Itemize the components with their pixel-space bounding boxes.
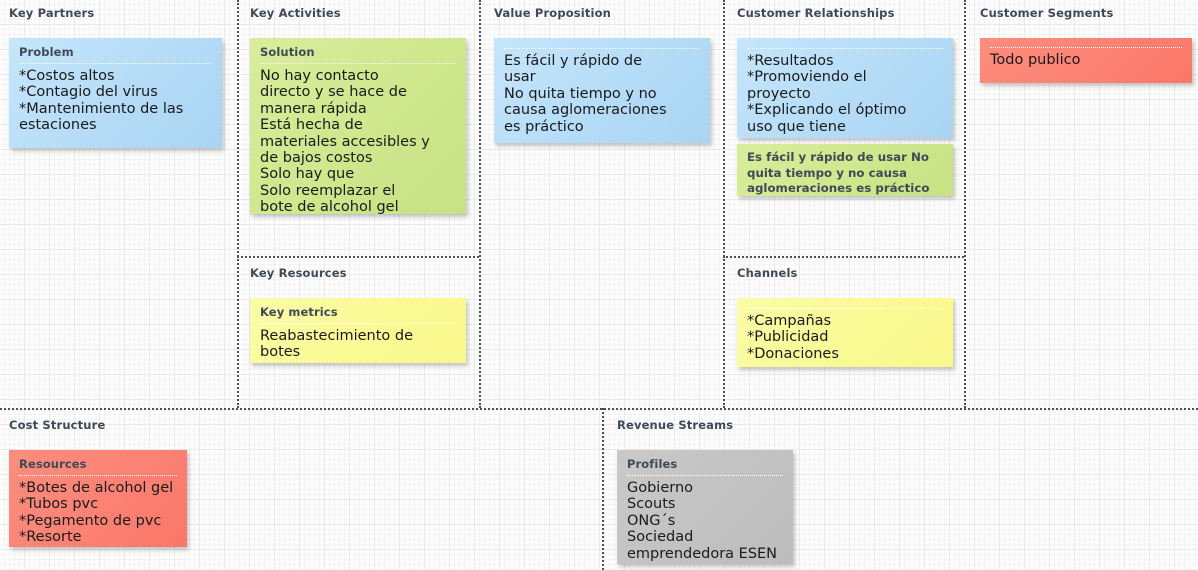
note-separator — [19, 475, 177, 476]
sticky-note-channels[interactable]: *Campañas *Publicidad *Donaciones — [737, 298, 953, 367]
block-title-key-partners: Key Partners — [9, 6, 95, 20]
note-separator — [19, 63, 212, 64]
note-body: Es fácil y rápido de usar No quita tiemp… — [504, 53, 667, 135]
block-title-cost-structure: Cost Structure — [9, 418, 106, 432]
sticky-note-solution[interactable]: Solution No hay contacto directo y se ha… — [250, 38, 466, 214]
note-separator — [504, 48, 700, 49]
block-title-value-proposition: Value Proposition — [494, 6, 611, 20]
note-separator — [627, 475, 783, 476]
note-separator — [747, 48, 943, 49]
note-title: Profiles — [627, 457, 678, 471]
divider-vertical-3 — [723, 0, 725, 408]
sticky-note-customer-relationships[interactable]: *Resultados *Promoviendo el proyecto *Ex… — [737, 38, 953, 138]
note-body: No hay contacto directo y se hace de man… — [260, 68, 430, 214]
note-body: Gobierno Scouts ONG´s Sociedad emprended… — [627, 480, 778, 562]
block-title-key-activities: Key Activities — [250, 6, 341, 20]
sticky-note-problem[interactable]: Problem *Costos altos *Contagio del viru… — [9, 38, 222, 148]
divider-vertical-2 — [479, 0, 481, 408]
divider-vertical-4 — [964, 0, 966, 408]
note-body: *Resultados *Promoviendo el proyecto *Ex… — [747, 53, 907, 135]
note-body: Reabastecimiento de botes — [260, 328, 414, 361]
divider-vertical-1 — [237, 0, 239, 408]
divider-horizontal-middle-right — [723, 256, 964, 258]
note-body: Todo publico — [990, 52, 1081, 68]
block-title-channels: Channels — [737, 266, 798, 280]
sticky-note-key-metrics[interactable]: Key metrics Reabastecimiento de botes — [250, 298, 466, 363]
note-separator — [990, 47, 1182, 48]
block-title-customer-relationships: Customer Relationships — [737, 6, 895, 20]
divider-vertical-5 — [602, 408, 604, 570]
note-separator — [747, 308, 943, 309]
sticky-note-resources[interactable]: Resources *Botes de alcohol gel *Tubos p… — [9, 450, 187, 547]
divider-horizontal-bottom — [0, 408, 1198, 410]
note-body: *Botes de alcohol gel *Tubos pvc *Pegame… — [19, 480, 174, 546]
block-title-revenue-streams: Revenue Streams — [617, 418, 734, 432]
note-title: Key metrics — [260, 305, 338, 319]
sticky-note-relationship-summary[interactable]: Es fácil y rápido de usar No quita tiemp… — [737, 144, 953, 196]
divider-horizontal-middle-left — [237, 256, 479, 258]
sticky-note-customer-segments[interactable]: Todo publico — [980, 38, 1192, 83]
block-title-key-resources: Key Resources — [250, 266, 347, 280]
note-body: Es fácil y rápido de usar No quita tiemp… — [747, 150, 930, 195]
note-body: *Costos altos *Contagio del virus *Mante… — [19, 68, 184, 134]
sticky-note-value-proposition[interactable]: Es fácil y rápido de usar No quita tiemp… — [494, 38, 710, 143]
note-separator — [260, 323, 456, 324]
note-title: Resources — [19, 457, 87, 471]
sticky-note-profiles[interactable]: Profiles Gobierno Scouts ONG´s Sociedad … — [617, 450, 793, 564]
note-title: Solution — [260, 45, 315, 59]
note-body: *Campañas *Publicidad *Donaciones — [747, 313, 839, 362]
note-title: Problem — [19, 45, 74, 59]
block-title-customer-segments: Customer Segments — [980, 6, 1114, 20]
note-separator — [260, 63, 456, 64]
